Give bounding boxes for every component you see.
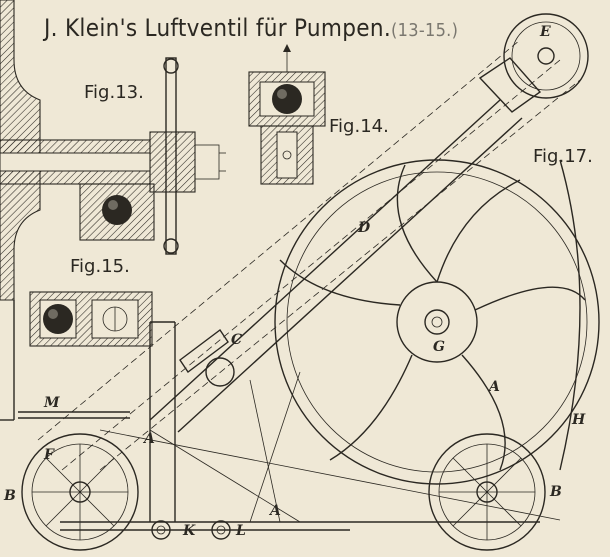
label-C: C [231, 332, 243, 348]
label-G: G [433, 339, 445, 355]
fig13-caption: Fig.13. [84, 82, 144, 103]
label-A-left: A [144, 431, 155, 447]
label-D: D [358, 220, 371, 236]
fig15-valve-section [29, 291, 153, 347]
fig17-pump-carriage [18, 13, 600, 551]
label-E: E [540, 24, 551, 40]
plate-title: J. Klein's Luftventil für Pumpen.(13-15.… [44, 14, 458, 42]
label-M: M [44, 395, 60, 411]
label-L: L [236, 523, 246, 539]
fig13-valve-assembly [0, 57, 226, 255]
fig14-caption: Fig.14. [329, 116, 389, 137]
label-F: F [44, 447, 54, 463]
plate-title-parts: (13-15.) [391, 20, 459, 41]
fig17-caption: Fig.17. [533, 146, 593, 167]
pipe-wall-section [0, 0, 41, 421]
label-H: H [572, 412, 586, 428]
label-K: K [183, 523, 196, 539]
fig14-valve-section [248, 44, 326, 185]
label-B-left: B [4, 488, 16, 504]
fig15-caption: Fig.15. [70, 256, 130, 277]
label-B-right: B [550, 484, 562, 500]
label-A-right: A [489, 379, 500, 395]
plate-title-main: J. Klein's Luftventil für Pumpen. [44, 14, 392, 42]
label-A-bottom: A [270, 503, 281, 519]
